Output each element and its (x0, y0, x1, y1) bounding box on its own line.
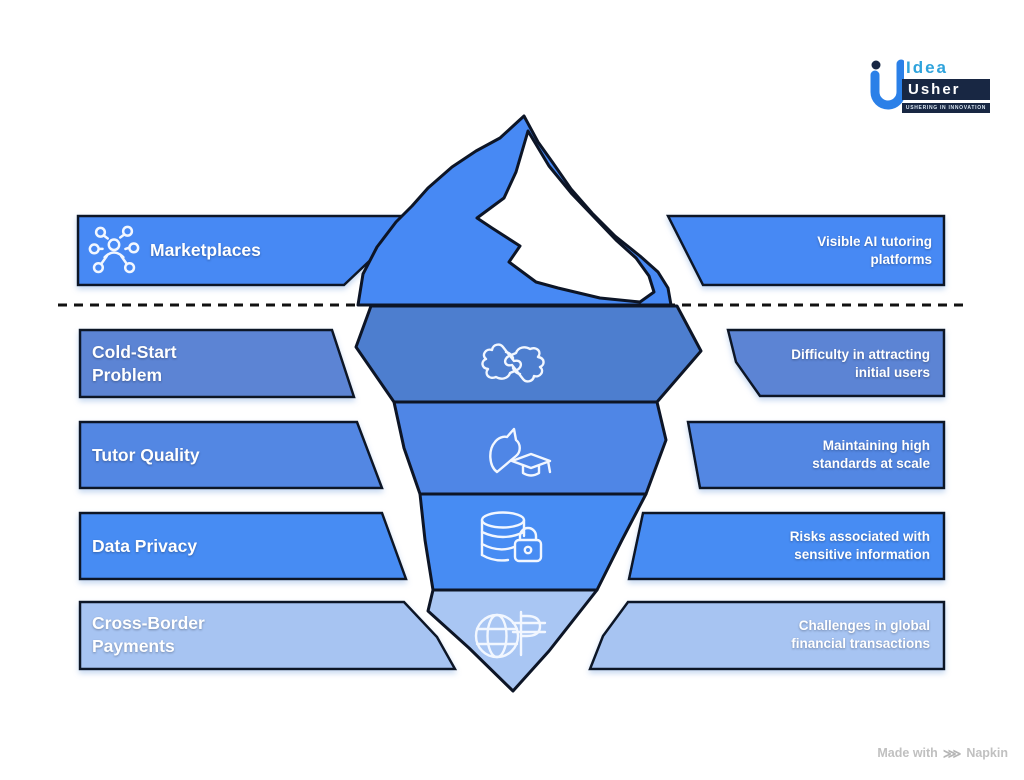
idea-usher-logo: Idea Usher USHERING IN INNOVATION (868, 56, 998, 118)
made-with-text: Made with (877, 746, 938, 760)
row-tutor-quality-left: Tutor Quality (92, 422, 312, 488)
band-left-tutor-quality (78, 420, 384, 490)
iceberg-segment-cross-border (426, 588, 599, 693)
row-cross-border-right: Challenges in global financial transacti… (772, 601, 930, 669)
row-tutor-quality-right: Maintaining high standards at scale (785, 422, 930, 488)
handshake-icon (481, 343, 545, 383)
row-data-privacy-left: Data Privacy (92, 513, 312, 579)
row-description: Visible AI tutoring platforms (817, 233, 932, 267)
logo-brand-bottom: Usher (902, 79, 990, 100)
row-description: Risks associated with sensitive informat… (789, 529, 930, 562)
row-marketplaces-left: Marketplaces (88, 216, 261, 285)
band-left-cross-border (78, 600, 458, 671)
iceberg-snow-facet (475, 129, 656, 304)
row-cross-border-left: Cross-Border Payments (92, 601, 252, 669)
network-people-icon (88, 225, 140, 273)
row-label: Cold-Start Problem (92, 341, 177, 385)
row-description: Challenges in global financial transacti… (791, 618, 930, 651)
database-lock-icon (480, 511, 543, 563)
row-label: Data Privacy (92, 535, 198, 556)
band-right-cross-border (588, 600, 946, 671)
row-label: Cross-Border Payments (92, 613, 205, 656)
band-left-cold-start (78, 328, 356, 399)
logo-tagline: USHERING IN INNOVATION (902, 103, 990, 113)
row-description: Maintaining high standards at scale (812, 438, 930, 471)
band-right-marketplaces (665, 214, 946, 287)
row-cold-start-left: Cold-Start Problem (92, 330, 222, 397)
quality-badge-graduation-icon (489, 427, 552, 477)
napkin-logo-icon: ⋙ (942, 745, 962, 761)
row-marketplaces-right: Visible AI tutoring platforms (782, 216, 932, 285)
iceberg-segment-cold-start (354, 304, 703, 404)
row-label: Tutor Quality (92, 444, 200, 465)
logo-brand-top: Idea (906, 58, 949, 77)
band-left-marketplaces (76, 214, 421, 287)
row-label: Marketplaces (150, 240, 261, 261)
made-with-napkin: Made with ⋙ Napkin (877, 746, 1008, 760)
napkin-brand-text: Napkin (966, 746, 1008, 760)
idea-usher-u-icon (870, 59, 904, 110)
row-cold-start-right: Difficulty in attracting initial users (757, 330, 930, 397)
band-right-cold-start (726, 328, 946, 398)
row-description: Difficulty in attracting initial users (791, 346, 930, 380)
row-data-privacy-right: Risks associated with sensitive informat… (760, 513, 930, 579)
globe-currency-icon (474, 610, 547, 659)
band-left-data-privacy (78, 511, 408, 581)
band-right-data-privacy (627, 511, 946, 581)
band-right-tutor-quality (686, 420, 946, 490)
iceberg-segment-tutor-quality (392, 400, 668, 496)
